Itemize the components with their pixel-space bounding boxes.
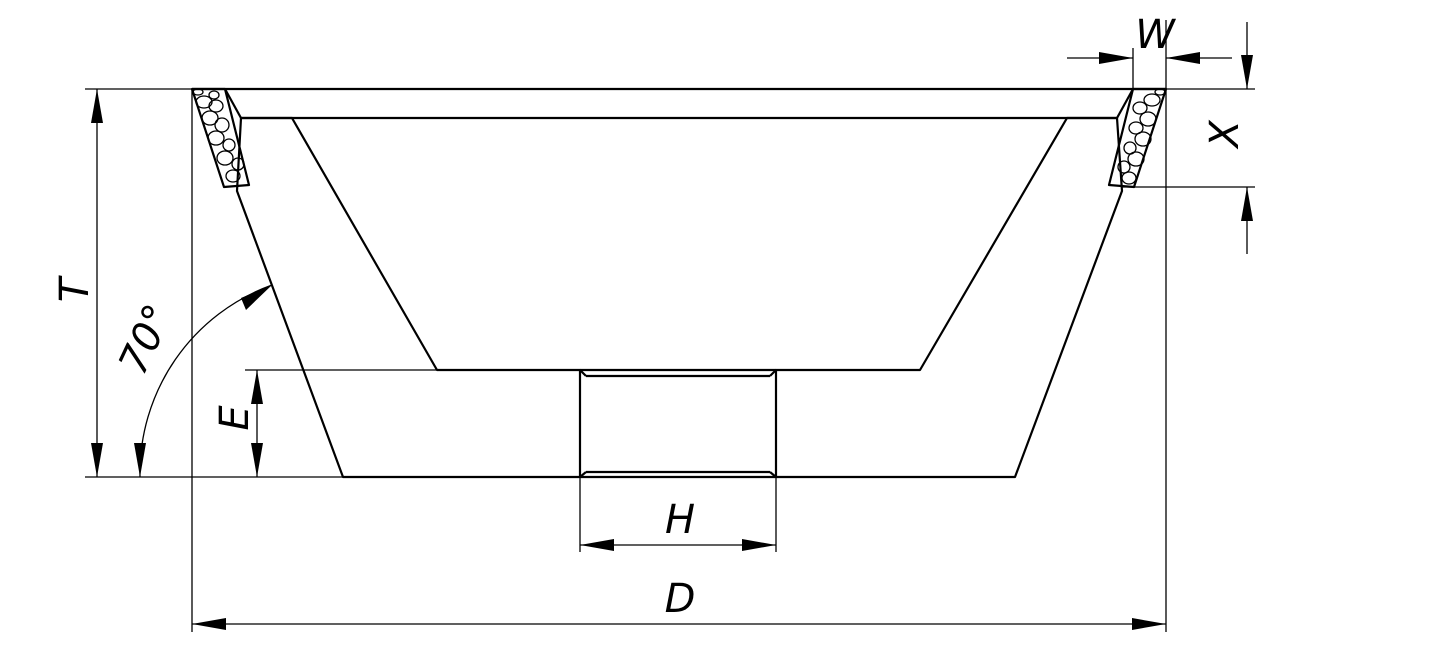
dimension-label-angle: 70°	[110, 298, 182, 382]
dimension-D: D	[192, 576, 1166, 630]
dimension-label-W: W	[1135, 12, 1176, 58]
wheel-body-right	[774, 116, 1124, 479]
dimension-W: W	[1067, 12, 1232, 64]
dimension-label-E: E	[212, 405, 258, 431]
dimension-label-D: D	[665, 576, 696, 622]
wheel-body-left	[235, 116, 582, 479]
dimension-label-X: X	[1202, 119, 1248, 150]
visible-edges	[192, 87, 1166, 479]
dimension-angle: 70°	[110, 284, 273, 478]
extension-lines	[85, 20, 1255, 632]
dimension-T: T	[52, 89, 103, 477]
dimension-X: X	[1202, 22, 1253, 254]
dimension-E: E	[212, 370, 263, 477]
dimension-label-H: H	[665, 497, 695, 543]
dimension-H: H	[580, 497, 776, 551]
wheel-body-section	[235, 116, 1124, 479]
dimension-label-T: T	[52, 274, 98, 302]
